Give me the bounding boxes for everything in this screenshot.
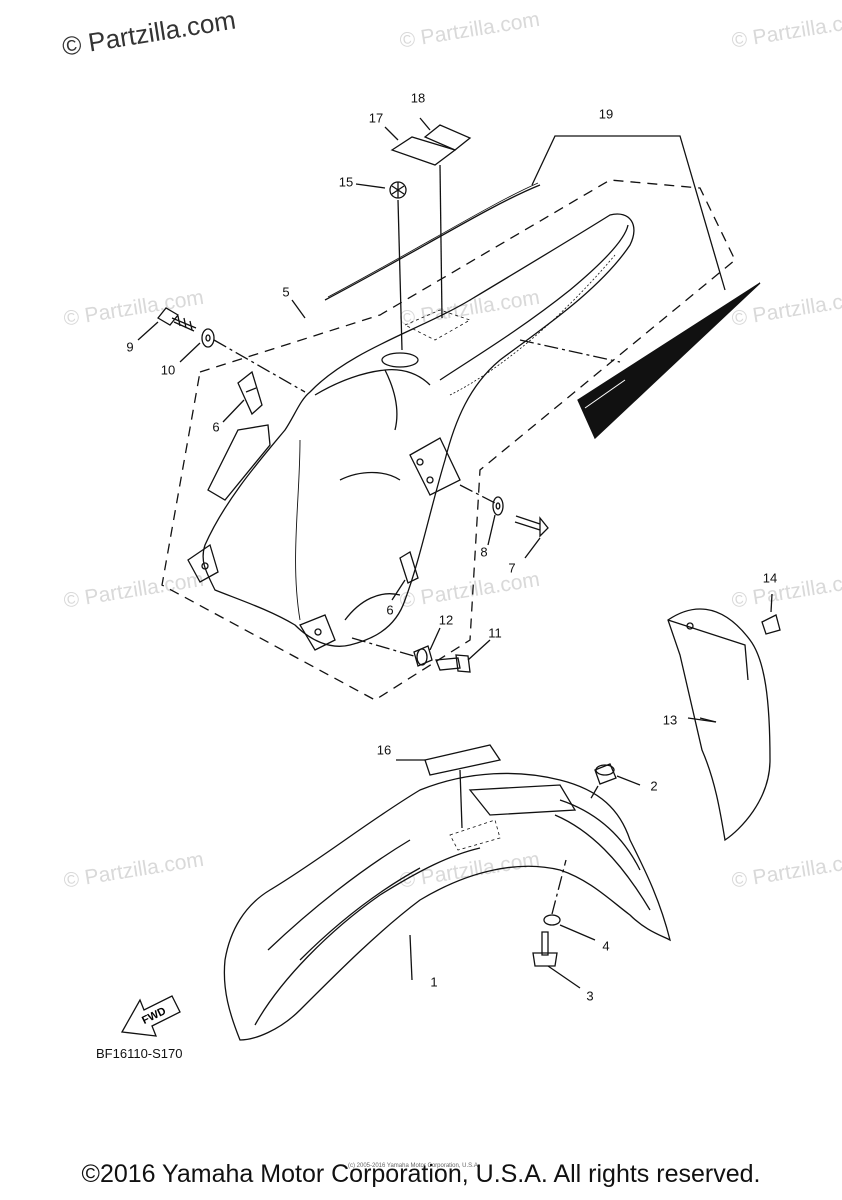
- callout-19: 19: [598, 106, 614, 122]
- rear-fender-assembly-outline: [161, 179, 736, 701]
- callout-6-upper: 6: [212, 419, 220, 435]
- decal-18: [423, 124, 472, 151]
- copyright-footer: ©2016 Yamaha Motor Corporation, U.S.A. A…: [81, 1160, 761, 1188]
- fender-hole: [381, 352, 419, 368]
- callout-14: 14: [762, 570, 778, 586]
- side-decal-19: [577, 282, 761, 440]
- callout-7: 7: [508, 560, 516, 576]
- rear-fender-body: [202, 213, 635, 647]
- clip-nut-6-upper: [237, 370, 263, 416]
- washer-10: [201, 328, 215, 348]
- bolt-11: [435, 657, 461, 671]
- small-copyright: (c) 2005-2016 Yamaha Motor Corporation, …: [348, 1163, 480, 1169]
- callout-8: 8: [480, 544, 488, 560]
- stripe-decal-top: [324, 184, 541, 301]
- front-fender-body: [223, 772, 671, 1041]
- bolt-7: [514, 515, 549, 538]
- bolt-9: [157, 307, 179, 326]
- mud-flap-13: [667, 608, 771, 842]
- callout-4: 4: [602, 938, 610, 954]
- callout-3: 3: [586, 988, 594, 1004]
- decal-16: [424, 744, 502, 776]
- washer-8: [492, 496, 504, 516]
- diagram-code: BF16110-S170: [96, 1046, 183, 1061]
- callout-13: 13: [662, 712, 678, 728]
- collar-12: [413, 645, 433, 667]
- fwd-arrow: [120, 995, 181, 1037]
- callout-6-lower: 6: [386, 602, 394, 618]
- callout-15: 15: [338, 174, 354, 190]
- callout-1: 1: [430, 974, 438, 990]
- bracket-19: [531, 135, 726, 291]
- callout-17: 17: [368, 110, 384, 126]
- callout-11: 11: [488, 625, 502, 641]
- callout-2: 2: [650, 778, 658, 794]
- clip-nut-6-lower: [399, 551, 419, 584]
- bolt-3: [541, 931, 549, 956]
- screw-14: [761, 614, 781, 635]
- washer-4: [543, 914, 561, 926]
- callout-12: 12: [438, 612, 454, 628]
- callout-5: 5: [282, 284, 290, 300]
- callout-9: 9: [126, 339, 134, 355]
- decal-17: [390, 136, 457, 166]
- callout-18: 18: [410, 90, 426, 106]
- rear-fender-side-flap: [207, 424, 271, 501]
- fwd-label: FWD: [140, 1005, 168, 1027]
- callout-10: 10: [160, 362, 176, 378]
- callout-16: 16: [376, 742, 392, 758]
- grommet-2: [594, 763, 617, 785]
